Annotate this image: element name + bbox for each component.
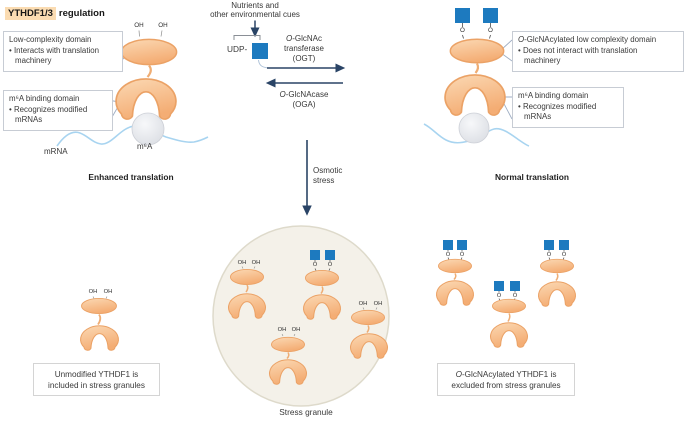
o-linkage-label: O <box>460 27 465 34</box>
glcnac-square-icon <box>310 250 320 260</box>
glcnac-square-icon <box>559 240 569 250</box>
protein-unmodified-bottom <box>80 296 119 351</box>
o-linkage-label: O <box>496 292 502 299</box>
callout-m6a-binding-domain-right: m⁶A binding domain • Recognizes modified… <box>512 87 624 128</box>
excluded-protein-2 <box>489 281 529 348</box>
glcnac-square-icon <box>325 250 335 260</box>
m6a-mark-circle <box>131 112 165 146</box>
oh-label: OH <box>103 289 113 295</box>
m6a-label: m⁶A <box>137 142 153 151</box>
reaction-scheme <box>233 20 346 216</box>
udp-label: UDP- <box>227 44 248 54</box>
o-linkage-label: O <box>488 27 493 34</box>
protein-glcnacylated-right <box>423 8 530 147</box>
callout-low-complexity-domain: Low-complexity domain • Interacts with t… <box>3 31 123 72</box>
oh-label: OH <box>373 300 383 307</box>
glcnac-square-icon <box>510 281 520 291</box>
callout-glcnacylated-domain: O-GlcNAcylated low complexity domain • D… <box>512 31 684 72</box>
box-glcnacylated-excluded: O-GlcNAcylated YTHDF1 is excluded from s… <box>437 363 575 396</box>
granule-protein-glcnac <box>302 250 342 320</box>
glcnac-square-icon <box>494 281 504 291</box>
oh-label: OH <box>291 327 301 333</box>
glcnac-square-icon <box>457 240 467 250</box>
glcnac-square-icon <box>544 240 554 250</box>
caption-enhanced-translation: Enhanced translation <box>88 172 174 182</box>
oh-label: OH <box>88 289 98 295</box>
o-linkage-label: O <box>327 261 333 268</box>
udp-bracket <box>233 35 261 40</box>
cues-text: Nutrients and other environmental cues <box>210 1 300 19</box>
protein-unmodified-left <box>56 30 209 147</box>
o-linkage-label: O <box>445 251 451 258</box>
oh-label: OH <box>237 259 247 266</box>
oh-label: OH <box>277 327 287 333</box>
glcnac-square-icon <box>483 8 498 23</box>
granule-protein-oh-3 <box>268 333 308 385</box>
osmotic-stress-label: Osmotic stress <box>313 166 343 185</box>
stress-granule-label: Stress granule <box>279 407 333 417</box>
excluded-protein-1 <box>435 240 475 306</box>
oh-label: OH <box>251 259 261 266</box>
granule-protein-oh-2 <box>349 307 389 359</box>
title-rest: regulation <box>58 8 105 19</box>
oh-label: OH <box>134 22 144 29</box>
o-linkage-label: O <box>512 292 518 299</box>
title-highlight: YTHDF1/3 <box>5 7 56 20</box>
box-unmodified-included: Unmodified YTHDF1 is included in stress … <box>33 363 160 396</box>
callout-m6a-binding-domain-left: m⁶A binding domain • Recognizes modified… <box>3 90 113 131</box>
excluded-protein-3 <box>537 240 577 307</box>
ogt-label: O-GlcNAc transferase (OGT) <box>283 34 325 63</box>
o-linkage-label: O <box>312 261 318 268</box>
mrna-label: mRNA <box>44 147 68 156</box>
granule-protein-oh-1 <box>227 266 267 319</box>
o-linkage-label: O <box>561 251 567 258</box>
oh-label: OH <box>158 22 168 29</box>
glcnac-square-icon <box>443 240 453 250</box>
o-linkage-label: O <box>459 251 465 258</box>
oh-label: OH <box>358 300 368 307</box>
glcnac-square-icon <box>455 8 470 23</box>
glcnac-square-icon <box>252 43 268 59</box>
o-linkage-label: O <box>546 251 552 258</box>
caption-normal-translation: Normal translation <box>495 172 569 182</box>
m6a-mark-circle <box>458 112 490 144</box>
oga-label: O-GlcNAcase (OGA) <box>279 90 329 109</box>
